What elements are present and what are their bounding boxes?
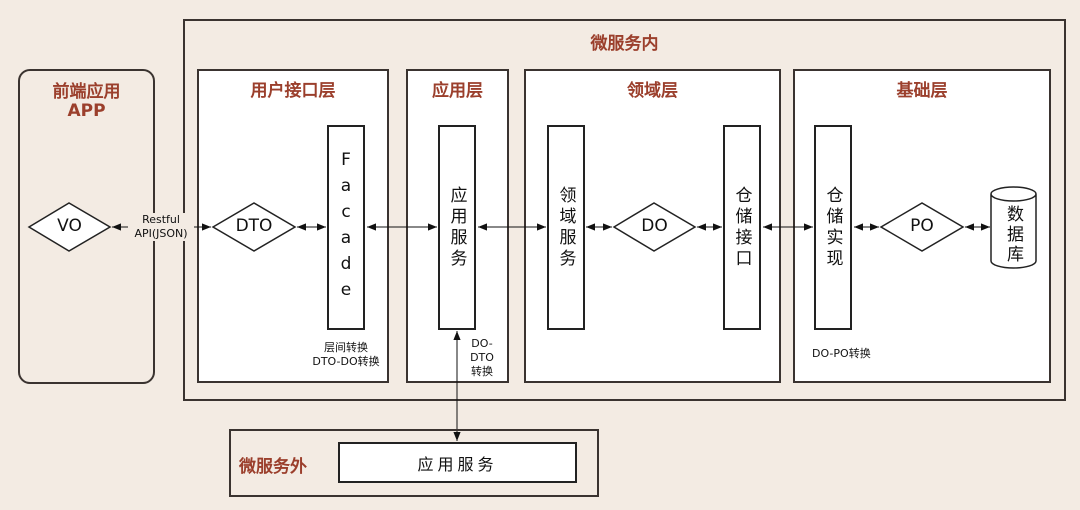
microservice-outer-frame: 微服务外 应用服务 bbox=[229, 429, 599, 497]
note-line: DTO bbox=[470, 351, 494, 364]
dto-label: DTO bbox=[235, 216, 273, 236]
facade-label: Facade bbox=[336, 149, 356, 306]
repository-impl-box: 仓储实现 bbox=[814, 125, 852, 330]
repository-interface-label: 仓储接口 bbox=[731, 185, 752, 270]
vo-label: VO bbox=[57, 216, 82, 236]
application-service-label: 应用服务 bbox=[446, 185, 467, 270]
database-label: 数据库 bbox=[991, 205, 1036, 265]
microservice-inner-title: 微服务内 bbox=[590, 34, 659, 54]
api-json-label: API(JSON) bbox=[134, 227, 188, 240]
external-application-service-box: 应用服务 bbox=[338, 442, 577, 483]
dto-diamond bbox=[211, 202, 297, 252]
restful-label: Restful bbox=[142, 213, 180, 226]
ui-layer-conversion-note: 层间转换 DTO-DO转换 bbox=[300, 341, 392, 369]
frontend-app-label: APP bbox=[67, 101, 106, 121]
domain-service-label: 领域服务 bbox=[555, 185, 576, 270]
application-layer-title: 应用层 bbox=[432, 81, 483, 101]
application-service-box: 应用服务 bbox=[438, 125, 476, 330]
infrastructure-layer-title: 基础层 bbox=[896, 81, 948, 101]
note-line: DTO-DO转换 bbox=[312, 355, 380, 368]
microservice-inner-frame: 微服务内 bbox=[183, 19, 1066, 401]
repository-impl-label: 仓储实现 bbox=[822, 185, 843, 270]
note-line: 转换 bbox=[471, 365, 493, 378]
domain-layer-title: 领域层 bbox=[627, 81, 678, 101]
po-label: PO bbox=[910, 216, 934, 236]
vo-diamond bbox=[27, 202, 112, 252]
user-interface-layer-title: 用户接口层 bbox=[250, 81, 336, 101]
microservice-outer-title: 微服务外 bbox=[239, 457, 307, 477]
note-line: DO- bbox=[471, 337, 493, 350]
database-cylinder-icon bbox=[990, 186, 1037, 269]
po-diamond bbox=[879, 202, 965, 252]
facade-box: Facade bbox=[327, 125, 365, 330]
do-diamond bbox=[612, 202, 697, 252]
do-label: DO bbox=[641, 216, 668, 236]
repository-interface-box: 仓储接口 bbox=[723, 125, 761, 330]
database-text: 数据库 bbox=[1003, 205, 1023, 265]
domain-service-box: 领域服务 bbox=[547, 125, 585, 330]
frontend-title: 前端应用 bbox=[52, 82, 121, 102]
app-layer-conversion-note: DO- DTO 转换 bbox=[462, 337, 502, 379]
restful-api-label: Restful API(JSON) bbox=[128, 213, 194, 241]
infra-layer-conversion-note: DO-PO转换 bbox=[812, 347, 871, 360]
external-application-service-label: 应用服务 bbox=[417, 454, 498, 474]
note-line: 层间转换 bbox=[324, 341, 368, 354]
